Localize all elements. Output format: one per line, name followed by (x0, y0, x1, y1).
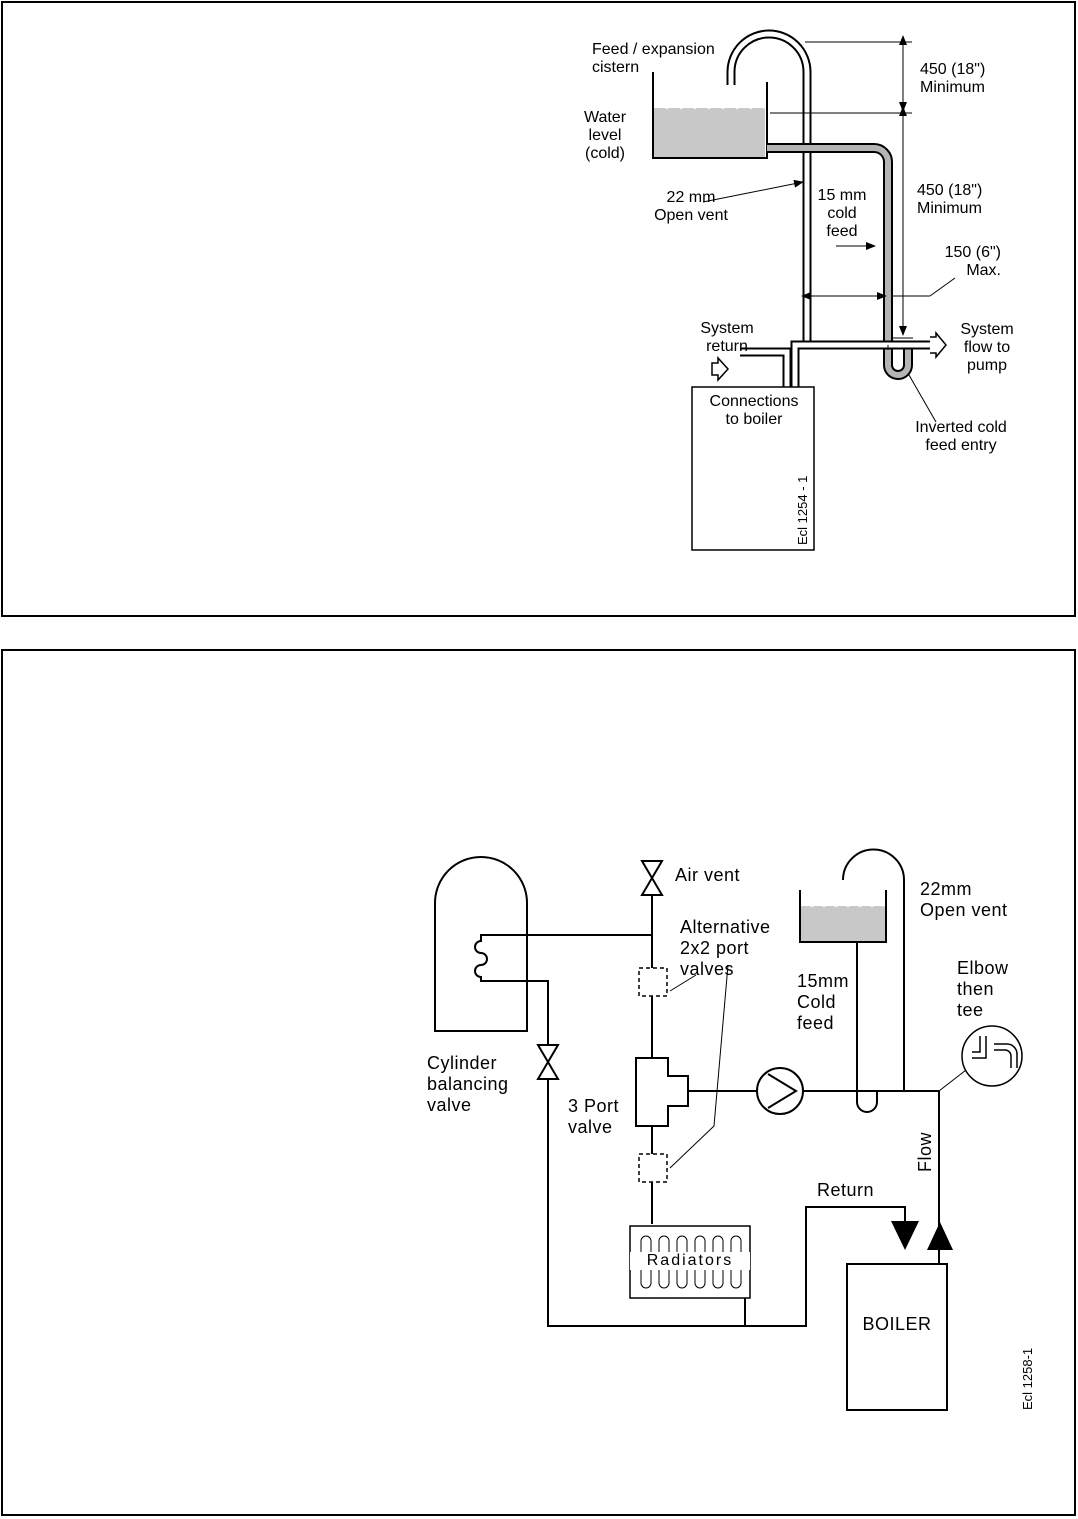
return-arrow (891, 1221, 919, 1250)
boiler-label: BOILER (862, 1314, 932, 1334)
system-flow-label: System flow to pump (960, 321, 1014, 374)
radiators-label: Radiators (630, 1252, 750, 1270)
three-port-valve-label: 3 Port valve (568, 1096, 620, 1137)
alt-port-valve-upper (638, 967, 668, 997)
cylinder-balancing-valve (536, 1044, 560, 1080)
feed-expansion-cistern-bottom (799, 890, 887, 943)
water-level-label: Water level (cold) (583, 109, 627, 162)
cylinder-balancing-valve-label: Cylinder balancing valve (427, 1053, 509, 1115)
flow-label: Flow (915, 1131, 935, 1172)
return-pipe (547, 1079, 906, 1327)
return-label: Return (817, 1180, 875, 1200)
inverted-cold-feed-label: Inverted cold feed entry (915, 419, 1007, 454)
open-vent-diagram (652, 29, 956, 551)
cold-feed-label-bottom: 15mm Cold feed (797, 971, 850, 1033)
three-port-valve (635, 1057, 689, 1127)
feed-cistern-label: Feed / expansion cistern (592, 41, 715, 76)
dimension-mid-label: 450 (18") Minimum (917, 182, 983, 217)
flow-arrow (927, 1222, 953, 1250)
open-vent-diagram-panel (1, 1, 1076, 617)
open-vent-pipe (726, 29, 812, 345)
air-vent-valve (640, 860, 664, 896)
boiler-box-bottom (846, 1263, 948, 1411)
air-vent-label: Air vent (675, 865, 741, 885)
system-return-label: System return (700, 320, 754, 355)
system-return-pipe (711, 347, 792, 388)
elbow-then-tee-label: Elbow then tee (957, 958, 1009, 1020)
hot-water-cylinder (434, 856, 652, 1045)
open-vent-pipe-bottom (842, 848, 905, 1091)
open-vent-label: 22 mm Open vent (654, 189, 728, 224)
dimension-top-label: 450 (18") Minimum (920, 61, 986, 96)
figure-reference-bottom: Ecl 1258-1 (1020, 1347, 1035, 1410)
system-flow-pipe (790, 330, 947, 388)
feed-expansion-cistern (652, 72, 768, 159)
open-vent-label-bottom: 22mm Open vent (920, 879, 1008, 920)
cold-feed-pipe-bottom (856, 942, 878, 1113)
dimension-max-label: 150 (6") Max. (944, 244, 1001, 279)
boiler-box (691, 386, 815, 551)
elbow-tee-detail-icon (938, 1025, 1023, 1092)
dimension-lines (702, 35, 956, 423)
alt-port-valve-lower (638, 1153, 668, 1183)
alt-port-valves-label: Alternative 2x2 port valves (680, 917, 771, 979)
pump-icon (756, 1067, 804, 1115)
cold-feed-label: 15 mm cold feed (817, 187, 867, 240)
connections-to-boiler-label: Connections to boiler (709, 393, 799, 428)
cold-feed-pipe (767, 143, 913, 380)
